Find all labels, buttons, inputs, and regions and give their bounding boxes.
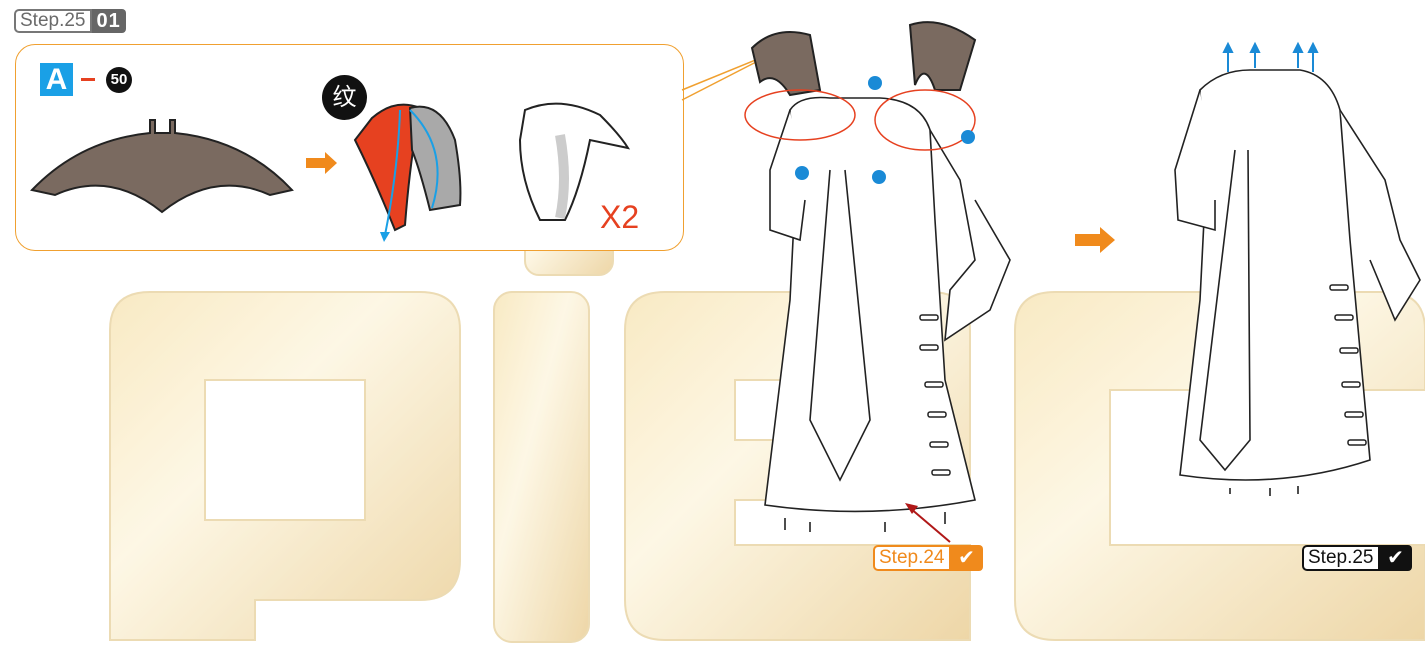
right-hood-part (910, 22, 975, 90)
orange-arrow-icon (1075, 227, 1115, 253)
step24-label: Step.24 (873, 545, 951, 571)
right-figure-body (1180, 70, 1370, 480)
blue-dot-icon (961, 130, 975, 144)
left-hood-part (752, 32, 820, 95)
blue-dot-icon (868, 76, 882, 90)
blue-dot-icon (872, 170, 886, 184)
check-icon: ✔ (951, 545, 983, 571)
step25-label: Step.25 (1302, 545, 1380, 571)
step24-pointer (910, 508, 950, 542)
check-icon: ✔ (1380, 545, 1412, 571)
blue-dot-icon (795, 166, 809, 180)
step25-done-label: Step.25 ✔ (1302, 545, 1412, 571)
step24-done-label: Step.24 ✔ (873, 545, 983, 571)
